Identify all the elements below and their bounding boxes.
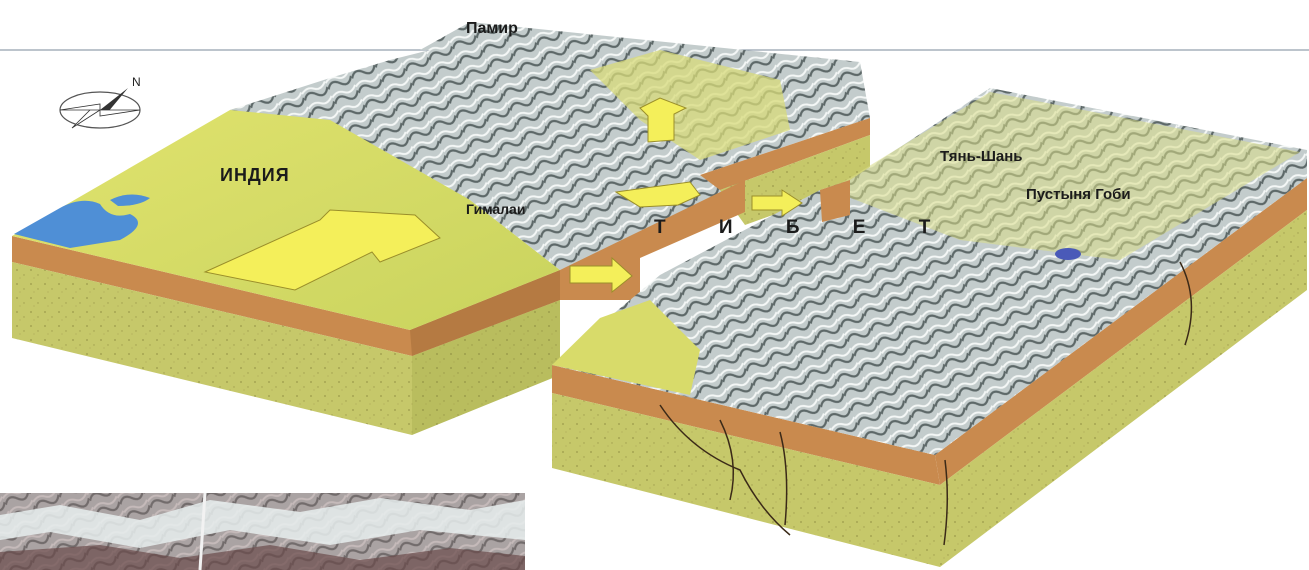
label-himalaya: Гималаи (466, 201, 525, 217)
compass-rose (60, 88, 140, 128)
gobi-lake (1055, 248, 1081, 260)
label-india: ИНДИЯ (220, 165, 290, 186)
label-tian-shan: Тянь-Шань (940, 148, 1023, 165)
label-gobi: Пустыня Гоби (1026, 186, 1131, 203)
satellite-photo (0, 493, 525, 570)
compass-north-letter: N (132, 75, 141, 89)
label-tibet: Т И Б Е Т (654, 217, 954, 239)
label-pamir: Памир (466, 20, 518, 38)
